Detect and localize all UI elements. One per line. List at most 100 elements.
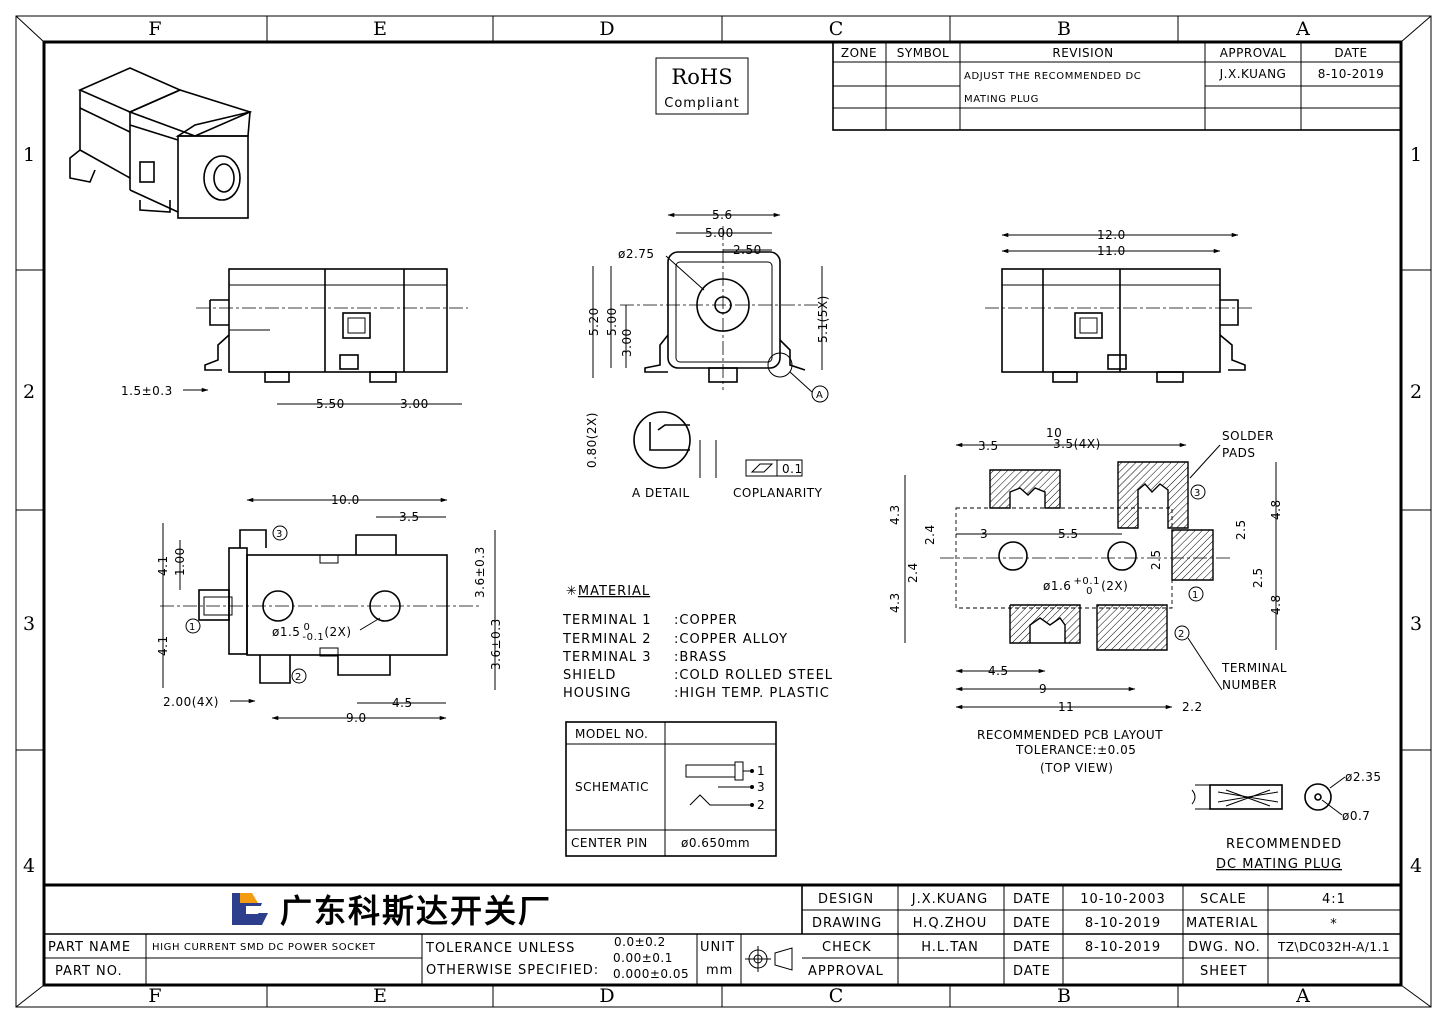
dim-front-5-00-v: 5.00 — [605, 307, 619, 336]
material-value: :COPPER — [674, 613, 738, 628]
rev-description-line2: MATING PLUG — [964, 94, 1039, 105]
dim-bottom-4-1-top: 4.1 — [156, 555, 170, 576]
tb-scale-value: 4:1 — [1322, 892, 1346, 907]
tb-sheet-label: SHEET — [1200, 964, 1247, 979]
revision-table: ZONE SYMBOL REVISION APPROVAL DATE ADJUS… — [832, 41, 1402, 131]
right-view: 12.0 11.0 — [985, 228, 1255, 383]
material-part: TERMINAL 2 — [562, 632, 652, 647]
pcb-dim-2-4-bottom: 2.4 — [906, 562, 920, 583]
tb-date-label: DATE — [1013, 892, 1051, 907]
pcb-dim-3-5-4x: 3.5(4X) — [1053, 437, 1101, 451]
rev-date-value: 8-10-2019 — [1318, 67, 1385, 81]
tb-approval-label: APPROVAL — [808, 964, 884, 979]
dim-front-5-20: 5.20 — [587, 307, 601, 336]
rev-header-approval: APPROVAL — [1220, 46, 1287, 60]
pcb-dim-2-5-top: 2.5 — [1234, 519, 1248, 540]
pcb-dim-2-5-mid: 2.5 — [1149, 549, 1163, 570]
zone-col-top: D — [599, 18, 614, 40]
pin-label: 1 — [757, 764, 765, 778]
tb-unit-label: UNIT — [700, 940, 735, 955]
center-pin-label: CENTER PIN — [571, 836, 648, 850]
pcb-dim-11: 11 — [1058, 700, 1074, 714]
zone-row-left: 2 — [23, 381, 35, 403]
tb-partname-value: HIGH CURRENT SMD DC POWER SOCKET — [152, 942, 376, 953]
dim-front-5-6: 5.6 — [712, 208, 733, 222]
dim-side-3-00: 3.00 — [400, 397, 429, 411]
tb-tolerance-value: 0.00±0.1 — [613, 951, 673, 965]
zone-row-left: 3 — [23, 613, 35, 635]
zone-row-left: 1 — [23, 144, 35, 166]
tb-partno-label: PART NO. — [55, 964, 123, 979]
tb-drawing-by: H.Q.ZHOU — [913, 916, 987, 931]
pcb-tolerance: TOLERANCE:±0.05 — [1015, 743, 1136, 757]
rev-approval-value: J.X.KUANG — [1219, 67, 1287, 81]
tb-check-by: H.L.TAN — [921, 940, 979, 955]
material-value: :COLD ROLLED STEEL — [674, 668, 833, 683]
pcb-dim-9: 9 — [1039, 682, 1047, 696]
tb-date-label: DATE — [1013, 964, 1051, 979]
pcb-dim-2-5-bottom: 2.5 — [1251, 567, 1265, 588]
zone-labels: F E D C B A F E D C B A 1 2 3 4 1 2 3 4 — [23, 18, 1422, 1007]
rev-description-line1: ADJUST THE RECOMMENDED DC — [964, 71, 1141, 82]
dim-bottom-10-0: 10.0 — [331, 493, 360, 507]
tb-check-date: 8-10-2019 — [1085, 940, 1161, 955]
front-view: 5.6 5.00 2.50 ø2.75 5.20 5.00 3.00 5.1(5… — [585, 208, 830, 468]
tb-design-by: J.X.KUANG — [911, 892, 988, 907]
terminal-number-line2: NUMBER — [1222, 678, 1277, 692]
rohs-title: RoHS — [671, 65, 732, 89]
tb-drawing-date: 8-10-2019 — [1085, 916, 1161, 931]
tb-tolerance-value: 0.000±0.05 — [613, 967, 689, 981]
pcb-top-view: (TOP VIEW) — [1040, 761, 1113, 775]
terminal-number-2: 2 — [295, 672, 302, 683]
tb-partname-label: PART NAME — [48, 940, 131, 955]
tb-design-date: 10-10-2003 — [1080, 892, 1166, 907]
zone-col-top: E — [373, 18, 387, 40]
tb-material-value: * — [1330, 917, 1338, 932]
zone-col-bottom: A — [1295, 985, 1310, 1007]
zone-col-bottom: C — [829, 985, 844, 1007]
dim-bottom-3-6-bottom: 3.6±0.3 — [489, 618, 503, 670]
mating-plug: ø2.35 ø0.7 RECOMMENDED DC MATING PLUG — [1191, 770, 1381, 872]
rohs-subtitle: Compliant — [664, 96, 739, 111]
dim-front-2-50: 2.50 — [733, 243, 762, 257]
model-label: MODEL NO. — [575, 727, 648, 741]
zone-row-left: 4 — [23, 855, 35, 877]
tb-material-label: MATERIAL — [1186, 916, 1258, 931]
pcb-dim-4-5: 4.5 — [988, 664, 1009, 678]
tb-scale-label: SCALE — [1200, 892, 1247, 907]
company-name: 广东科斯达开关厂 — [280, 892, 552, 930]
rohs-mark: RoHS Compliant — [655, 57, 749, 115]
terminal-number-line1: TERMINAL — [1221, 661, 1287, 675]
dim-bottom-4-5: 4.5 — [392, 696, 413, 710]
dim-front-dia: ø2.75 — [618, 247, 655, 261]
tb-check-label: CHECK — [822, 940, 872, 955]
datum-a: A — [816, 390, 823, 401]
side-view: 1.5±0.3 5.50 3.00 — [121, 268, 468, 411]
terminal-number-1: 1 — [189, 622, 196, 633]
tb-unit-value: mm — [706, 963, 733, 978]
zone-col-bottom: B — [1057, 985, 1071, 1007]
zone-col-top: A — [1295, 18, 1310, 40]
pcb-dim-4-3-bottom: 4.3 — [888, 592, 902, 613]
tb-date-label: DATE — [1013, 916, 1051, 931]
zone-row-right: 2 — [1410, 381, 1422, 403]
center-pin-value: ø0.650mm — [681, 836, 750, 850]
material-part: HOUSING — [563, 686, 631, 701]
pcb-terminal-2: 2 — [1178, 629, 1185, 640]
dim-front-0-80: 0.80(2X) — [585, 412, 599, 468]
pin-label: 3 — [757, 780, 765, 794]
pin-label: 2 — [757, 798, 765, 812]
dim-right-12-0: 12.0 — [1097, 228, 1126, 242]
material-value: :BRASS — [674, 650, 727, 665]
pcb-dim-2-2: 2.2 — [1182, 700, 1203, 714]
detail-a: A DETAIL 0.1 COPLANARITY — [632, 411, 822, 500]
pcb-dim-3-5: 3.5 — [978, 439, 999, 453]
isometric-view — [69, 67, 253, 219]
material-part: SHIELD — [563, 668, 616, 683]
zone-row-right: 1 — [1410, 144, 1422, 166]
dim-side-offset: 1.5±0.3 — [121, 384, 173, 398]
pcb-title: RECOMMENDED PCB LAYOUT — [977, 728, 1163, 742]
plug-title-line1: RECOMMENDED — [1226, 837, 1342, 852]
zone-col-top: C — [829, 18, 844, 40]
